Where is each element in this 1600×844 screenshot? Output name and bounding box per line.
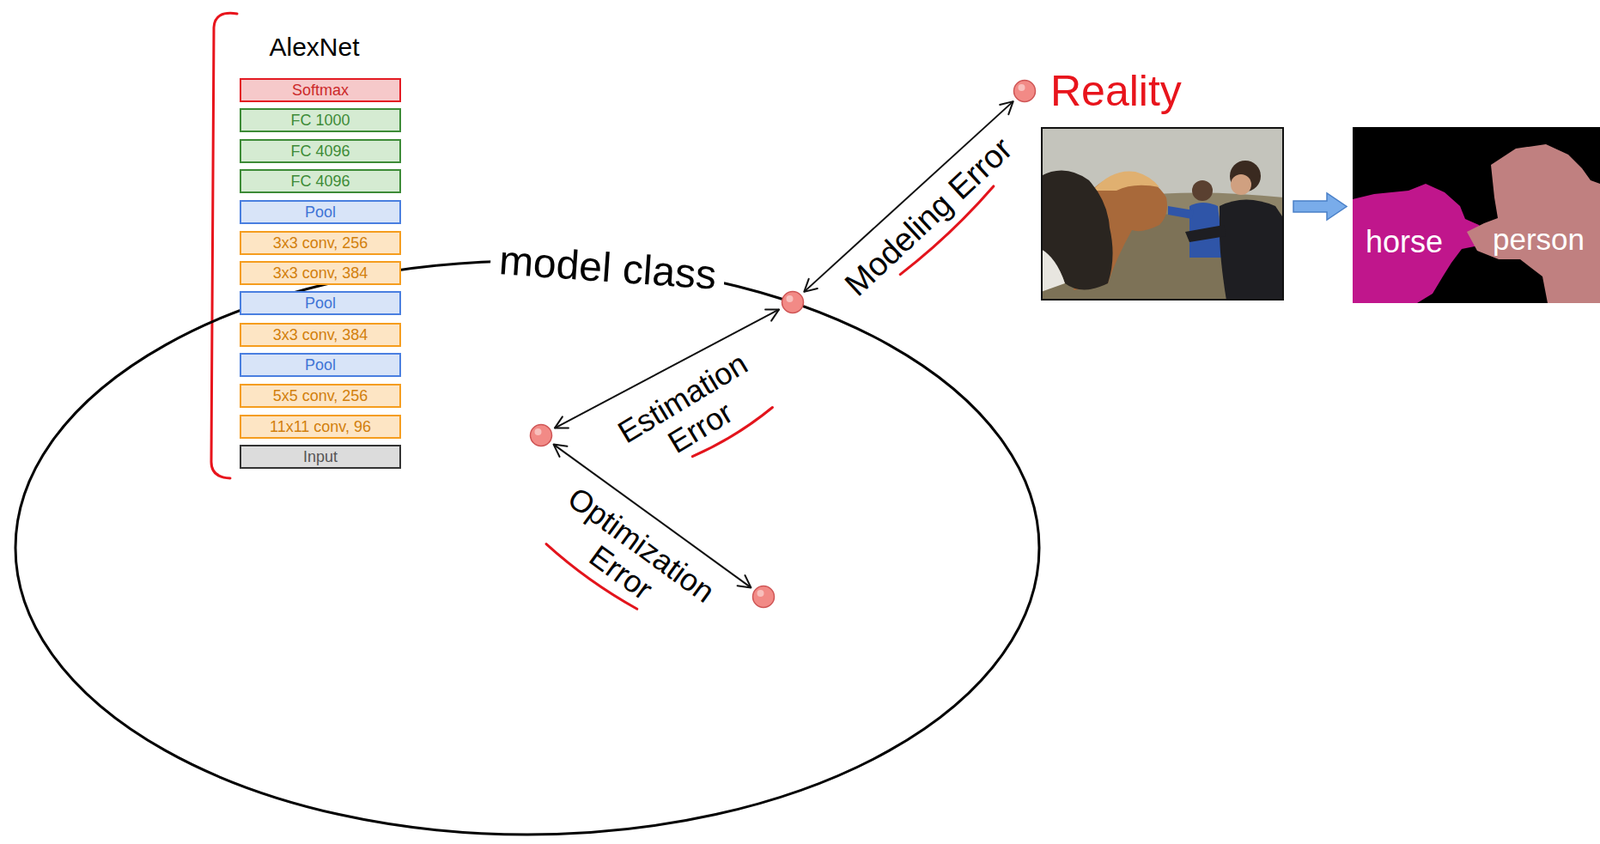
model-class-ellipse: model class: [13, 259, 1041, 837]
layer-label: Input: [244, 448, 396, 466]
best-in-class-point: [780, 290, 805, 315]
arrow-head: [803, 279, 818, 293]
layer-label: 3x3 conv, 384: [244, 264, 396, 282]
point-dot: [780, 290, 805, 315]
layer-box: 3x3 conv, 256: [239, 231, 402, 256]
photo-sky: [1040, 127, 1284, 301]
arrow-head: [999, 101, 1014, 115]
optimized-point: [751, 584, 776, 609]
point-label: Reality: [1050, 67, 1182, 116]
photo-person: [1168, 206, 1194, 220]
error-label: Modeling Error: [838, 131, 1020, 304]
layer-box: Pool: [239, 200, 402, 225]
photo-person: [1219, 200, 1284, 302]
edge-label-group: Optimization Error: [541, 480, 721, 636]
edge-label-group: Modeling Error: [838, 131, 1020, 305]
layer-box: FC 4096: [239, 169, 402, 194]
point-highlight: [1018, 84, 1026, 92]
error-arrow: [803, 101, 1013, 293]
segmentation-map: [1352, 127, 1600, 304]
photo-frame: [1041, 127, 1284, 300]
network-name: AlexNet: [269, 32, 360, 63]
block-arrow: [1293, 193, 1347, 220]
arrow-line: [803, 101, 1013, 293]
layer-label: Pool: [244, 356, 396, 374]
point-dot: [530, 425, 553, 447]
point-dot: [782, 292, 804, 314]
red-underline: [899, 186, 996, 277]
photo-person: [1230, 174, 1252, 195]
layer-box: Pool: [239, 291, 402, 316]
layer-box: FC 1000: [239, 108, 402, 133]
red-underline: [544, 542, 638, 612]
error-label: Estimation Error: [612, 346, 772, 479]
segment-label: person: [1492, 222, 1585, 257]
edge-label-group: Estimation Error: [612, 346, 772, 479]
layer-label: Pool: [244, 294, 396, 312]
layer-box: Input: [239, 444, 402, 469]
point-dot: [1014, 80, 1036, 103]
arrow-head: [765, 309, 779, 321]
error-label: Optimization Error: [541, 480, 721, 637]
arrow-head: [553, 444, 568, 457]
point-dot: [753, 586, 775, 609]
ellipse-outline: [15, 261, 1040, 835]
layer-label: Pool: [244, 203, 396, 221]
ellipse-outline: [13, 259, 1041, 837]
layer-box: FC 4096: [239, 139, 402, 164]
segment-label: horse: [1365, 224, 1443, 260]
layer-label: FC 4096: [244, 172, 396, 190]
layer-label: 11x11 conv, 96: [244, 418, 396, 436]
photo-person: [1192, 180, 1213, 201]
layer-box: 11x11 conv, 96: [239, 414, 402, 439]
point-dot: [751, 584, 776, 609]
horse-region: [1352, 183, 1488, 304]
segmentation-ground: [1352, 127, 1600, 304]
point-highlight: [535, 428, 542, 436]
layer-label: 3x3 conv, 256: [244, 234, 396, 252]
layer-box: 3x3 conv, 384: [239, 322, 402, 347]
layer-box: 5x5 conv, 256: [239, 383, 402, 408]
estimated-point: [529, 423, 554, 448]
layer-box: Softmax: [239, 78, 402, 103]
layer-label: 3x3 conv, 384: [244, 326, 396, 344]
layer-label: Softmax: [244, 81, 396, 99]
reality-point: Reality: [1012, 79, 1037, 104]
photo-person: [1185, 225, 1227, 243]
photo-horse: [1040, 249, 1065, 293]
ellipse-label: model class: [488, 235, 727, 299]
layer-label: FC 4096: [244, 142, 396, 160]
layer-box: Pool: [239, 352, 402, 378]
photo: [1040, 127, 1284, 301]
person-region: [1466, 144, 1600, 304]
point-highlight: [757, 590, 765, 597]
point-dot: [529, 423, 554, 448]
photo-horse-mane: [1092, 170, 1160, 191]
point-highlight: [786, 295, 794, 303]
layer-label: 5x5 conv, 256: [244, 387, 396, 405]
red-underline: [692, 407, 775, 459]
arrow-head: [737, 575, 752, 588]
layer-label: FC 1000: [244, 111, 396, 129]
point-dot: [1012, 79, 1037, 104]
arrow-head: [554, 416, 569, 428]
layer-box: 3x3 conv, 384: [239, 261, 402, 286]
red-bracket: [211, 12, 238, 479]
